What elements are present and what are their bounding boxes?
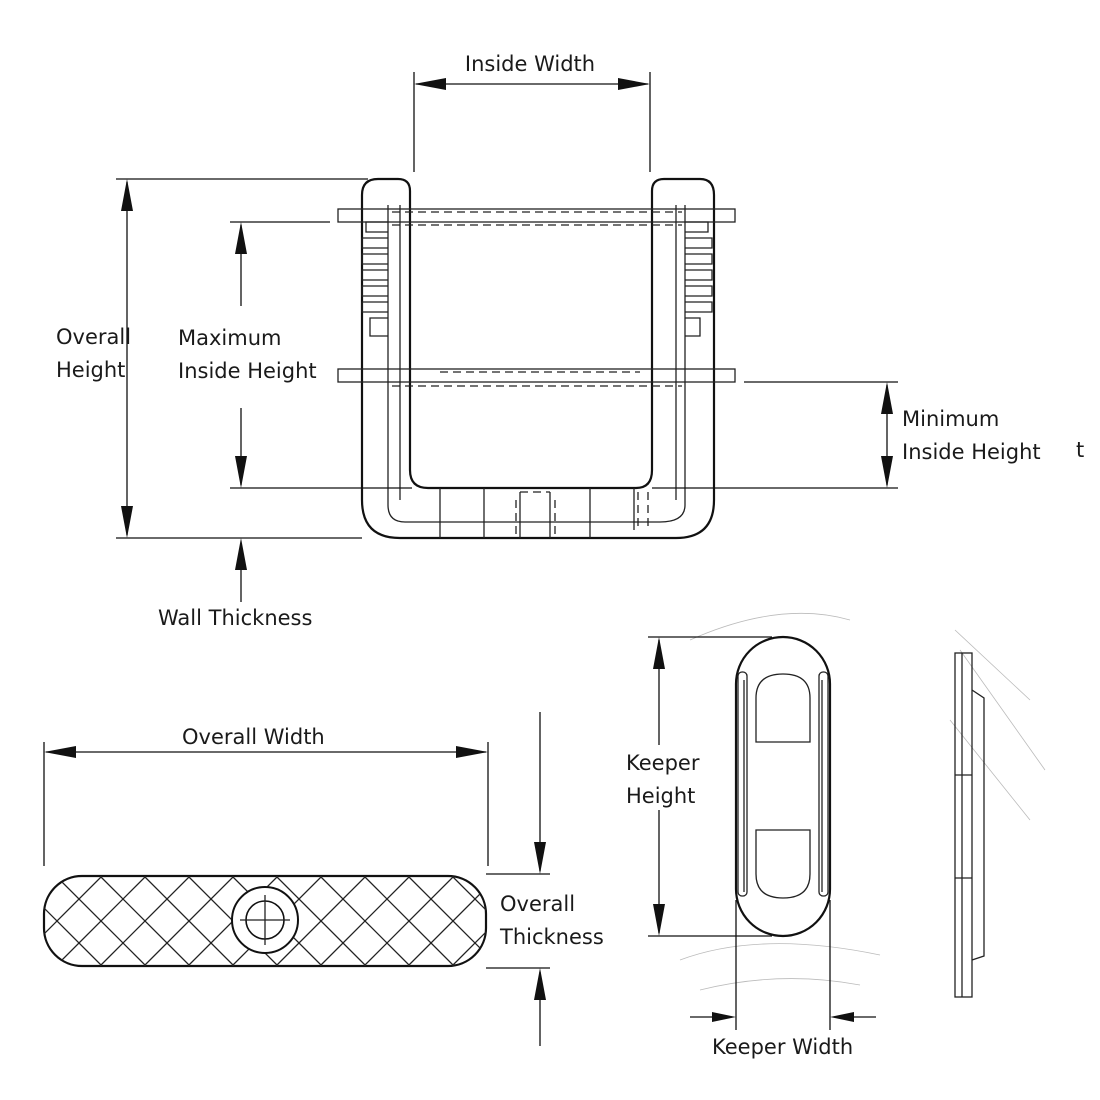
keeper-side-view (949, 629, 1046, 998)
overall-thickness-label-line2: Thickness (499, 925, 604, 949)
hatch-line (451, 876, 486, 966)
keeper-height-label-line1: Keeper (626, 751, 700, 775)
pad-top-view (0, 712, 630, 1046)
hatch-line (540, 876, 630, 966)
overall-height-label-line2: Height (56, 358, 125, 382)
keeper-width-label: Keeper Width (712, 1035, 853, 1059)
hatch-line (0, 876, 14, 966)
min-inside-height-label-line1: Minimum (902, 407, 999, 431)
hatch-line (55, 876, 147, 966)
max-inside-height-label-line1: Maximum (178, 326, 281, 350)
overall-height-label-line1: Overall (56, 325, 131, 349)
dimension-labels: Inside Width Overall Height Maximum Insi… (56, 52, 1084, 1059)
hatch-line (44, 876, 59, 966)
hatch-line (275, 876, 367, 966)
hatch-line (540, 876, 630, 966)
wall-thickness-label: Wall Thickness (158, 606, 312, 630)
hatch-line (319, 876, 411, 966)
hatch-line (363, 876, 455, 966)
hatch-line (451, 876, 486, 966)
buckle-front-view (116, 72, 898, 602)
hatch-line (44, 876, 59, 966)
keeper-front-view (648, 612, 881, 1030)
hatch-line (496, 876, 586, 966)
hatch-line (99, 876, 191, 966)
min-inside-height-label-line2: Inside Height (902, 440, 1041, 464)
hatch-line (143, 876, 235, 966)
hatch-line (496, 876, 586, 966)
inside-width-label: Inside Width (465, 52, 595, 76)
overall-width-label: Overall Width (182, 725, 325, 749)
keeper-height-label-line2: Height (626, 784, 695, 808)
hatch-line (44, 876, 103, 966)
hatch-line (0, 876, 14, 966)
stray-character: t (1076, 438, 1084, 462)
max-inside-height-label-line2: Inside Height (178, 359, 317, 383)
overall-thickness-label-line1: Overall (500, 892, 575, 916)
